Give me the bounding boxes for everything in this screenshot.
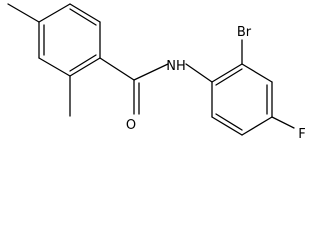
oxygen-label: O (126, 118, 136, 133)
amide-bond (133, 63, 169, 81)
bond (69, 57, 101, 77)
bond (38, 57, 71, 77)
bromine-label: Br (237, 25, 252, 40)
bromofluorobenzene-ring (211, 63, 273, 136)
bond (241, 63, 273, 83)
bond (211, 63, 243, 83)
bond (241, 116, 273, 136)
dimethylbenzene-ring (38, 3, 101, 77)
fluorine-bond (271, 116, 295, 129)
double-bond-inner (69, 8, 97, 26)
carbonyl-carbon-bond (99, 57, 135, 81)
amine-ring-bond (185, 63, 213, 83)
fluorine-label: F (298, 127, 305, 142)
bond (211, 116, 243, 136)
bond (38, 3, 71, 23)
molecule-structure: O NH Br F (7, 3, 306, 142)
double-bond-inner (69, 54, 97, 72)
double-bond-inner (215, 68, 243, 86)
bond (69, 3, 101, 23)
double-bond-inner (215, 113, 243, 131)
nitrogen-hydrogen-label: NH (166, 59, 186, 74)
methyl-bond-top (7, 3, 40, 23)
